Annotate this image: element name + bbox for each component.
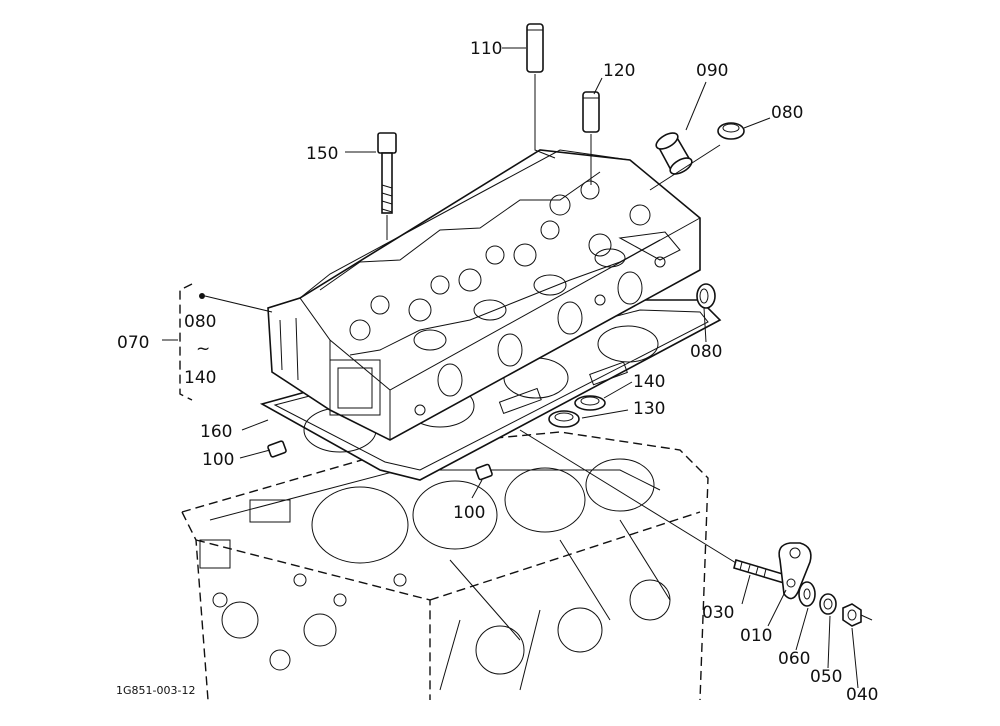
callout-140: 140 [633, 372, 665, 392]
callout-160: 160 [200, 422, 232, 442]
callout-100-left: 100 [202, 450, 234, 470]
part-080-plug-right [696, 283, 716, 309]
part-100-nut-mid [475, 463, 493, 481]
callout-040: 040 [846, 685, 878, 705]
part-110-pipe [526, 23, 556, 159]
part-060-washer [798, 581, 816, 607]
callout-030: 030 [702, 603, 734, 623]
part-120-pipe [582, 91, 600, 185]
part-050-washer [819, 593, 837, 615]
callout-080-range-start: 080 [184, 312, 216, 332]
part-150-bolt [377, 132, 397, 240]
figure-code: 1G851-003-12 [116, 684, 195, 697]
callout-100-mid: 100 [453, 503, 485, 523]
part-030-stud [519, 429, 787, 585]
callout-090: 090 [696, 61, 728, 81]
range-bracket-070 [162, 283, 273, 401]
part-140-ring [574, 395, 606, 411]
part-040-nut [842, 603, 873, 627]
callout-150: 150 [306, 144, 338, 164]
part-080-plug-top [649, 122, 745, 191]
callout-110: 110 [470, 39, 502, 59]
head-gasket [259, 299, 722, 481]
cylinder-head [267, 149, 701, 441]
callout-010: 010 [740, 626, 772, 646]
callout-140-range-end: 140 [184, 368, 216, 388]
part-010-bracket [778, 542, 812, 600]
part-090-plug [655, 132, 693, 175]
callout-070: 070 [117, 333, 149, 353]
callout-080-top: 080 [771, 103, 803, 123]
part-100-nut-left [267, 440, 287, 458]
callout-080-right: 080 [690, 342, 722, 362]
callout-120: 120 [603, 61, 635, 81]
callout-060: 060 [778, 649, 810, 669]
part-130-ring [548, 410, 580, 428]
cylinder-block [181, 431, 709, 701]
leader-lines [239, 47, 859, 689]
callout-050: 050 [810, 667, 842, 687]
callout-range-separator: ~ [196, 339, 210, 359]
callout-130: 130 [633, 399, 665, 419]
